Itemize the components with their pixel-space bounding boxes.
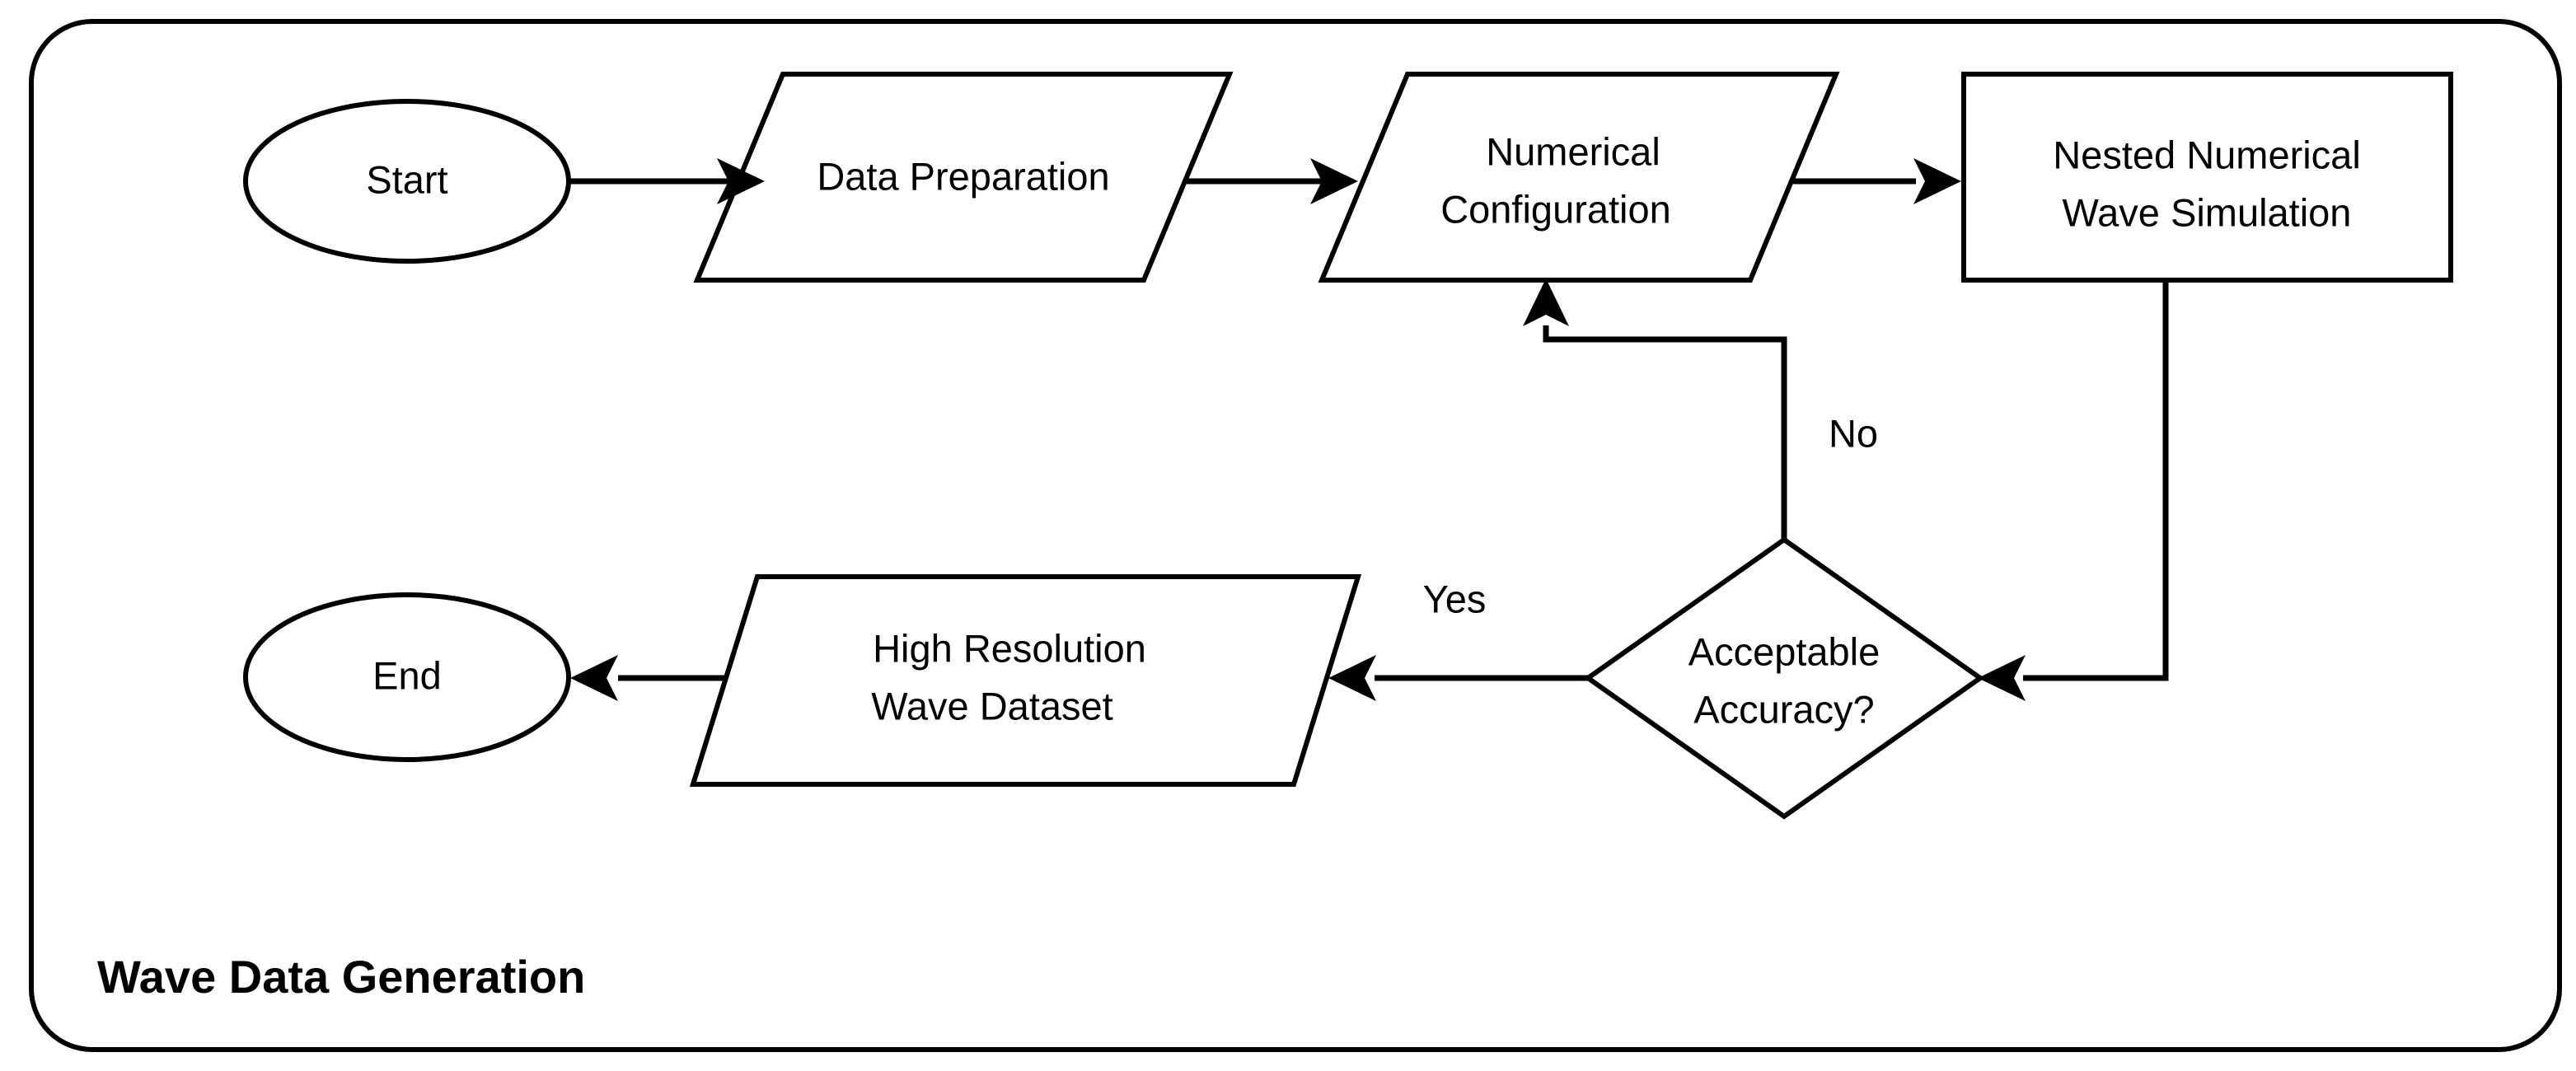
nested-simulation-label-line1: Nested Numerical bbox=[2053, 133, 2361, 176]
nested-simulation-label-line2: Wave Simulation bbox=[2063, 190, 2352, 234]
edge-acceptable-accuracy-to-wave-dataset-arrowhead bbox=[1328, 655, 1376, 701]
data-preparation-parallelogram-shape bbox=[693, 72, 1234, 283]
node-end[interactable]: End bbox=[243, 592, 571, 762]
wave-dataset-label-line2: Wave Dataset bbox=[871, 684, 1112, 727]
acceptable-accuracy-diamond-shape bbox=[1583, 536, 1985, 820]
numerical-configuration-label-line2: Configuration bbox=[1440, 187, 1671, 231]
edge-acceptable-accuracy-to-numerical-configuration: No bbox=[1523, 278, 1878, 540]
edge-nested-simulation-to-acceptable-accuracy-arrowhead bbox=[1978, 655, 2026, 701]
edge-acceptable-accuracy-to-numerical-configuration-line bbox=[1543, 325, 1787, 540]
process-group-container bbox=[29, 19, 2562, 1052]
numerical-configuration-label-line1: Numerical bbox=[1486, 129, 1660, 173]
end-ellipse-shape bbox=[243, 592, 571, 762]
edge-acceptable-accuracy-to-wave-dataset: Yes bbox=[1328, 577, 1588, 701]
nested-simulation-rectangle-shape bbox=[1961, 72, 2453, 283]
edge-data-preparation-to-numerical-configuration-arrowhead bbox=[1310, 158, 1358, 204]
edge-nested-simulation-to-acceptable-accuracy-line bbox=[2023, 280, 2169, 681]
numerical-configuration-parallelogram-shape bbox=[1318, 72, 1840, 283]
edge-wave-dataset-to-end bbox=[570, 655, 725, 701]
node-nested-numerical-wave-simulation[interactable]: Nested Numerical Wave Simulation bbox=[1961, 72, 2453, 283]
wave-dataset-parallelogram-shape bbox=[689, 574, 1362, 787]
node-data-preparation[interactable]: Data Preparation bbox=[693, 72, 1234, 283]
edge-numerical-configuration-to-nested-simulation-arrowhead bbox=[1913, 158, 1961, 204]
edge-data-preparation-to-numerical-configuration bbox=[1187, 158, 1358, 204]
data-preparation-label: Data Preparation bbox=[817, 154, 1109, 198]
edge-numerical-configuration-to-nested-simulation bbox=[1793, 158, 1961, 204]
acceptable-accuracy-label-line2: Accuracy? bbox=[1693, 687, 1874, 731]
start-label: Start bbox=[366, 157, 447, 201]
wave-dataset-label-line1: High Resolution bbox=[873, 626, 1146, 670]
group-title: Wave Data Generation bbox=[97, 951, 585, 1003]
edge-start-to-data-preparation-arrowhead bbox=[717, 158, 765, 204]
edge-acceptable-accuracy-to-numerical-configuration-arrowhead bbox=[1523, 278, 1569, 326]
node-acceptable-accuracy[interactable]: Acceptable Accuracy? bbox=[1583, 536, 1985, 820]
edge-nested-simulation-to-acceptable-accuracy bbox=[1978, 280, 2169, 701]
end-label: End bbox=[372, 653, 442, 697]
edge-label-yes: Yes bbox=[1423, 577, 1487, 620]
node-high-resolution-wave-dataset[interactable]: High Resolution Wave Dataset bbox=[689, 574, 1362, 787]
acceptable-accuracy-label-line1: Acceptable bbox=[1688, 629, 1880, 673]
edge-start-to-data-preparation bbox=[569, 158, 765, 204]
node-numerical-configuration[interactable]: Numerical Configuration bbox=[1318, 72, 1840, 283]
node-start[interactable]: Start bbox=[243, 99, 571, 264]
edge-wave-dataset-to-end-arrowhead bbox=[570, 655, 618, 701]
edge-label-no: No bbox=[1829, 411, 1878, 455]
